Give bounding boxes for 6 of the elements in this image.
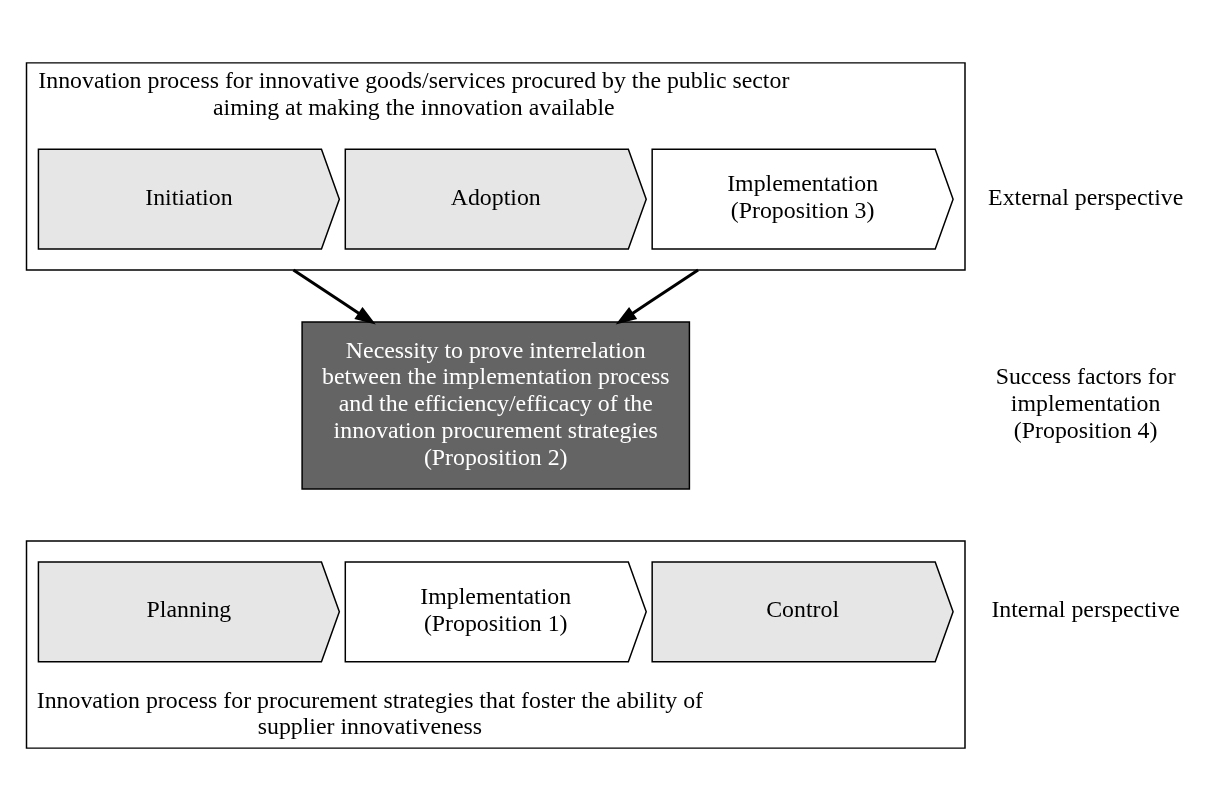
label: Success factors for implementation (Proposition 4) xyxy=(995,362,1176,443)
arrow xyxy=(615,268,699,324)
arrow xyxy=(292,268,376,324)
node-box: Necessity to prove interrelation between the implementation process and the efficiency/efficacy of the innovation procurement strategies (Proposition 2) xyxy=(301,320,691,490)
label: External perspective xyxy=(988,183,1184,210)
label: Internal perspective xyxy=(991,595,1180,622)
